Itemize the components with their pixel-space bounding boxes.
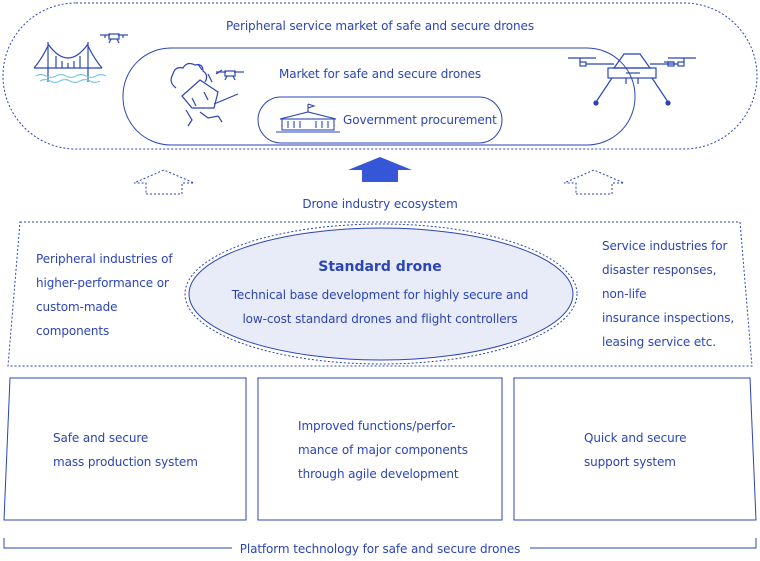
- platform-label: Platform technology for safe and secure …: [239, 542, 521, 556]
- left-side-line: components: [36, 324, 110, 338]
- right-side-line: non-life: [602, 287, 647, 301]
- small-drone-icon: [100, 33, 128, 44]
- left-side-line: Peripheral industries of: [36, 252, 173, 266]
- right-side-text: Service industries for disaster response…: [602, 234, 734, 354]
- standard-drone-ellipse: [184, 223, 578, 365]
- center-line-1: Technical base development for highly se…: [231, 288, 529, 302]
- right-dashed-arrow: [563, 169, 625, 195]
- standard-drone-ellipse-inner: [188, 227, 574, 361]
- disaster-icon: [170, 62, 239, 127]
- platform-box-line: Safe and secure: [53, 431, 149, 445]
- platform-box-line: support system: [584, 455, 676, 469]
- small-drone-icon: [216, 70, 244, 81]
- platform-box-1-text: Safe and secure mass production system: [53, 426, 198, 474]
- small-drone-icon: [664, 61, 675, 67]
- ecosystem-trapezoid: [7, 221, 753, 367]
- quadcopter-icon: [568, 53, 696, 106]
- platform-box-line: mass production system: [53, 455, 198, 469]
- right-side-line: disaster responses,: [602, 263, 717, 277]
- platform-box-line: Improved functions/perfor-: [298, 419, 456, 433]
- left-side-line: higher-performance or: [36, 276, 169, 290]
- center-line-2: low-cost standard drones and flight cont…: [242, 312, 518, 326]
- platform-box-line: Quick and secure: [584, 431, 687, 445]
- platform-box-2: [257, 377, 503, 521]
- left-dashed-arrow: [133, 169, 195, 195]
- middle-market-pill: [122, 47, 636, 146]
- platform-box-line: through agile development: [298, 467, 459, 481]
- platform-box-line: mance of major components: [298, 443, 468, 457]
- middle-market-label: Market for safe and secure drones: [278, 67, 482, 81]
- government-procurement-label: Government procurement: [343, 113, 497, 127]
- bridge-icon: [33, 42, 107, 84]
- platform-box-3: [513, 377, 757, 521]
- outer-market-label: Peripheral service market of safe and se…: [226, 19, 534, 33]
- platform-bracket-left: [3, 538, 232, 549]
- left-side-line: custom-made: [36, 300, 118, 314]
- ecosystem-label: Drone industry ecosystem: [302, 197, 458, 211]
- government-building-icon: [276, 103, 340, 133]
- right-side-line: insurance inspections,: [602, 311, 735, 325]
- right-side-line: leasing service etc.: [602, 335, 716, 349]
- platform-box-1: [3, 377, 247, 521]
- government-procurement-pill: [257, 96, 503, 144]
- platform-bracket-right: [530, 538, 757, 549]
- left-side-text: Peripheral industries of higher-performa…: [36, 247, 173, 343]
- platform-box-2-text: Improved functions/perfor- mance of majo…: [298, 414, 468, 486]
- platform-box-3-text: Quick and secure support system: [584, 426, 687, 474]
- outer-market-pill: [2, 2, 758, 150]
- center-solid-arrow: [348, 157, 412, 182]
- standard-drone-title: Standard drone: [318, 259, 442, 275]
- right-side-line: Service industries for: [602, 239, 728, 253]
